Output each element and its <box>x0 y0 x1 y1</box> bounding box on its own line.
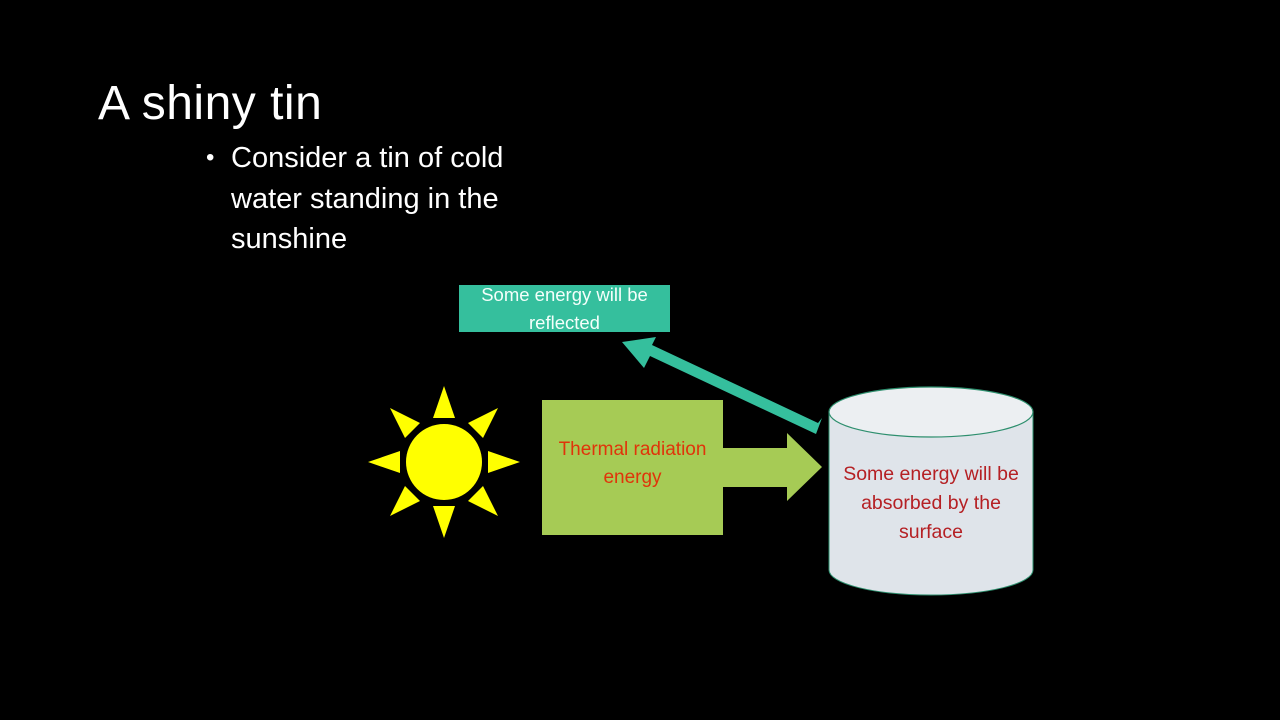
bullet-marker: • <box>206 144 215 171</box>
absorbed-energy-label: Some energy will be absorbed by the surf… <box>843 463 1019 543</box>
reflected-energy-label: Some energy will be reflected <box>459 284 670 333</box>
thermal-radiation-arrow <box>542 400 822 535</box>
sun-icon <box>368 386 520 538</box>
reflect-arrow <box>622 337 822 434</box>
reflected-energy-text: Some energy will be reflected <box>481 283 648 333</box>
tin-cylinder <box>828 386 1034 596</box>
thermal-radiation-label: Thermal radiation energy <box>558 439 707 488</box>
bullet-item: Consider a tin of cold water standing in… <box>231 142 504 255</box>
slide-title: A shiny tin <box>98 77 323 130</box>
